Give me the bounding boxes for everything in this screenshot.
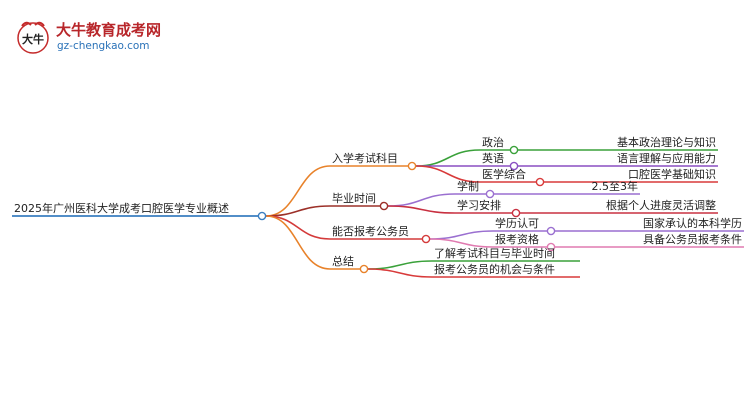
child-node[interactable]: 医学综合 bbox=[482, 167, 526, 181]
child-node[interactable]: 学历认可 bbox=[495, 216, 539, 230]
child-edge bbox=[387, 193, 456, 207]
child-connector[interactable] bbox=[535, 177, 545, 187]
child-edge bbox=[429, 238, 494, 248]
child-node[interactable]: 报考公务员的机会与条件 bbox=[434, 262, 555, 276]
child-edge bbox=[429, 230, 494, 240]
site-logo[interactable]: 大牛 大牛教育成考网 gz-chengkao.com bbox=[16, 18, 161, 60]
child-connector[interactable] bbox=[546, 242, 556, 252]
leaf-node[interactable]: 2.5至3年 bbox=[592, 179, 639, 193]
branch-connector[interactable] bbox=[421, 234, 431, 244]
child-edge bbox=[415, 149, 481, 167]
child-connector[interactable] bbox=[511, 208, 521, 218]
branch-node[interactable]: 能否报考公务员 bbox=[332, 224, 409, 238]
leaf-node[interactable]: 口腔医学基础知识 bbox=[628, 167, 716, 181]
child-node[interactable]: 报考资格 bbox=[495, 232, 539, 246]
branch-edge bbox=[265, 165, 331, 217]
site-title: 大牛教育成考网 bbox=[56, 21, 162, 39]
branch-edge bbox=[265, 215, 331, 240]
root-connector[interactable] bbox=[257, 211, 267, 221]
bull-logo-icon: 大牛 bbox=[17, 21, 49, 54]
child-connector[interactable] bbox=[485, 189, 495, 199]
child-node[interactable]: 学制 bbox=[457, 179, 479, 193]
branch-connector[interactable] bbox=[379, 201, 389, 211]
child-node[interactable]: 了解考试科目与毕业时间 bbox=[434, 246, 555, 260]
branch-node[interactable]: 总结 bbox=[332, 254, 354, 268]
mindmap-nodes: 2025年广州医科大学成考口腔医学专业概述 入学考试科目 政治 基本政治理论与知识英语… bbox=[14, 135, 742, 276]
child-connector[interactable] bbox=[509, 145, 519, 155]
child-connector[interactable] bbox=[509, 161, 519, 171]
child-node[interactable]: 英语 bbox=[482, 151, 504, 165]
leaf-node[interactable]: 语言理解与应用能力 bbox=[617, 151, 716, 165]
child-edge bbox=[367, 260, 433, 270]
logo-mark-text: 大牛 bbox=[22, 32, 44, 46]
mindmap-edges bbox=[12, 149, 744, 278]
child-node[interactable]: 政治 bbox=[482, 135, 504, 149]
child-edge bbox=[415, 165, 481, 183]
branch-connector[interactable] bbox=[359, 264, 369, 274]
child-connector[interactable] bbox=[546, 226, 556, 236]
root-node[interactable]: 2025年广州医科大学成考口腔医学专业概述 bbox=[14, 201, 229, 215]
child-edge bbox=[387, 205, 456, 214]
leaf-node[interactable]: 根据个人进度灵活调整 bbox=[606, 198, 716, 212]
child-edge bbox=[367, 268, 433, 278]
leaf-node[interactable]: 国家承认的本科学历 bbox=[643, 216, 742, 230]
child-node[interactable]: 学习安排 bbox=[457, 198, 501, 212]
branch-edge bbox=[265, 205, 331, 217]
leaf-node[interactable]: 基本政治理论与知识 bbox=[617, 135, 716, 149]
branch-node[interactable]: 入学考试科目 bbox=[332, 151, 398, 165]
site-url: gz-chengkao.com bbox=[57, 40, 150, 52]
branch-node[interactable]: 毕业时间 bbox=[332, 192, 376, 205]
leaf-node[interactable]: 具备公务员报考条件 bbox=[643, 232, 742, 246]
branch-edge bbox=[265, 215, 331, 270]
branch-connector[interactable] bbox=[407, 161, 417, 171]
